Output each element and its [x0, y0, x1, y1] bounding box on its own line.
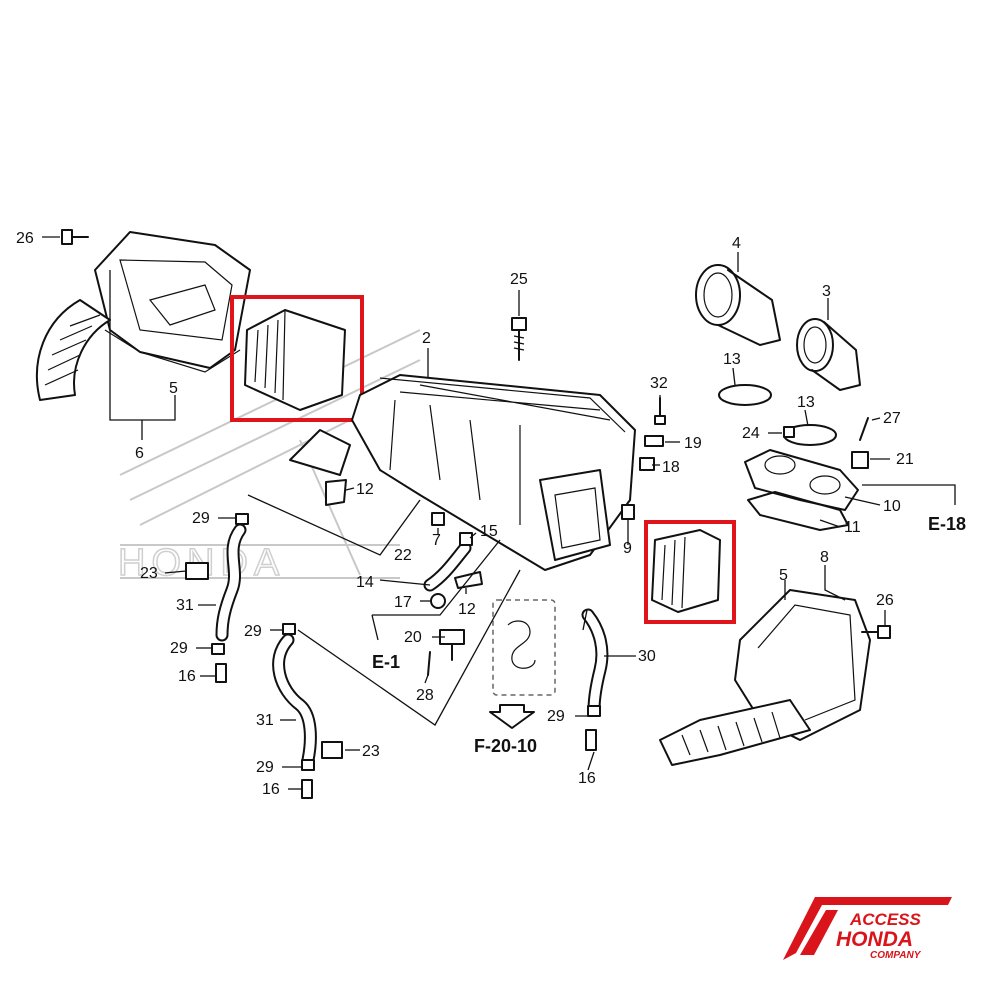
connecting-tube-3[interactable] [796, 318, 861, 391]
access-honda-logo: ACCESS HONDA COMPANY [783, 897, 952, 961]
air-cleaner-cover-left[interactable] [36, 231, 251, 401]
bolt-26-left[interactable] [61, 229, 89, 245]
clip-29-a[interactable] [235, 513, 249, 525]
breather-hose-14[interactable] [423, 541, 472, 592]
breather-assembly-f2010[interactable] [489, 599, 556, 729]
label-27: 27 [883, 410, 901, 427]
label-29-d: 29 [256, 759, 274, 776]
plug-16-a[interactable] [215, 663, 227, 683]
reference-f2010: F-20-10 [474, 736, 537, 756]
air-filter-element-left[interactable] [230, 295, 364, 422]
drain-hose-30[interactable] [581, 608, 609, 717]
label-9: 9 [623, 540, 632, 557]
logo-line-access: ACCESS [849, 910, 922, 929]
label-4: 4 [732, 235, 741, 252]
label-7: 7 [432, 532, 441, 549]
label-23-b: 23 [362, 743, 380, 760]
spring-18[interactable] [639, 457, 655, 471]
band-13-a[interactable] [718, 384, 772, 406]
clip-17[interactable] [430, 593, 446, 609]
clip-7[interactable] [431, 512, 445, 526]
label-10: 10 [883, 498, 901, 515]
label-16-a: 16 [178, 668, 196, 685]
bolt-26-right[interactable] [861, 625, 891, 639]
reference-e1: E-1 [372, 652, 400, 672]
clamp-23-b[interactable] [321, 741, 343, 759]
connector-21[interactable] [851, 451, 869, 469]
label-21: 21 [896, 451, 914, 468]
air-cleaner-cover-right[interactable] [659, 589, 871, 766]
label-24: 24 [742, 425, 760, 442]
label-15: 15 [480, 523, 498, 540]
label-18: 18 [662, 459, 680, 476]
collar-19[interactable] [644, 435, 664, 447]
label-29-e: 29 [547, 708, 565, 725]
reference-labels: E-1 E-18 F-20-10 [372, 514, 966, 756]
label-29-c: 29 [244, 623, 262, 640]
label-23-a: 23 [140, 565, 158, 582]
clip-29-c[interactable] [282, 623, 296, 635]
label-25: 25 [510, 271, 528, 288]
bolt-32[interactable] [654, 397, 666, 425]
clip-29-e[interactable] [587, 705, 601, 717]
label-2: 2 [422, 330, 431, 347]
sensor-20[interactable] [439, 629, 465, 661]
bolt-24[interactable] [783, 426, 795, 438]
label-12-b: 12 [458, 601, 476, 618]
reference-e18: E-18 [928, 514, 966, 534]
grommet-15[interactable] [459, 532, 473, 546]
air-filter-element-right[interactable] [644, 520, 736, 624]
seal-11[interactable] [747, 491, 849, 531]
label-8: 8 [820, 549, 829, 566]
label-12-a: 12 [356, 481, 374, 498]
label-13-b: 13 [797, 394, 815, 411]
label-31-a: 31 [176, 597, 194, 614]
label-31-b: 31 [256, 712, 274, 729]
label-17: 17 [394, 594, 412, 611]
label-3: 3 [822, 283, 831, 300]
clip-9[interactable] [621, 504, 635, 520]
label-20: 20 [404, 629, 422, 646]
logo-line-company: COMPANY [870, 950, 922, 961]
connecting-tube-4[interactable] [695, 264, 781, 346]
label-22: 22 [394, 547, 412, 564]
label-14: 14 [356, 574, 374, 591]
label-5-left: 5 [169, 380, 178, 397]
air-cleaner-case[interactable] [289, 374, 636, 571]
joint-10[interactable] [744, 449, 859, 511]
label-19: 19 [684, 435, 702, 452]
label-13-a: 13 [723, 351, 741, 368]
plug-16-b[interactable] [301, 779, 313, 799]
label-16-b: 16 [262, 781, 280, 798]
bolt-25[interactable] [511, 317, 527, 361]
clip-29-b[interactable] [211, 643, 225, 655]
label-16-c: 16 [578, 770, 596, 787]
label-6: 6 [135, 445, 144, 462]
label-29-b: 29 [170, 640, 188, 657]
plate-12-a[interactable] [325, 479, 347, 506]
label-26-right: 26 [876, 592, 894, 609]
clip-29-d[interactable] [301, 759, 315, 771]
drain-hose-31-upper[interactable] [215, 523, 247, 642]
clamp-23-a[interactable] [185, 562, 209, 580]
label-28: 28 [416, 687, 434, 704]
logo-line-honda: HONDA [836, 928, 913, 951]
label-26-left: 26 [16, 230, 34, 247]
label-29-a: 29 [192, 510, 210, 527]
plug-16-c[interactable] [585, 729, 597, 751]
bolt-28[interactable] [427, 651, 431, 676]
part-labels: 2 3 4 5 5 6 7 8 9 10 11 12 12 13 13 14 1… [16, 230, 914, 798]
label-32: 32 [650, 375, 668, 392]
drain-hose-31-lower[interactable] [272, 633, 317, 767]
label-11: 11 [844, 519, 861, 536]
bolt-27[interactable] [859, 417, 869, 441]
label-30: 30 [638, 648, 656, 665]
label-5-right: 5 [779, 567, 788, 584]
